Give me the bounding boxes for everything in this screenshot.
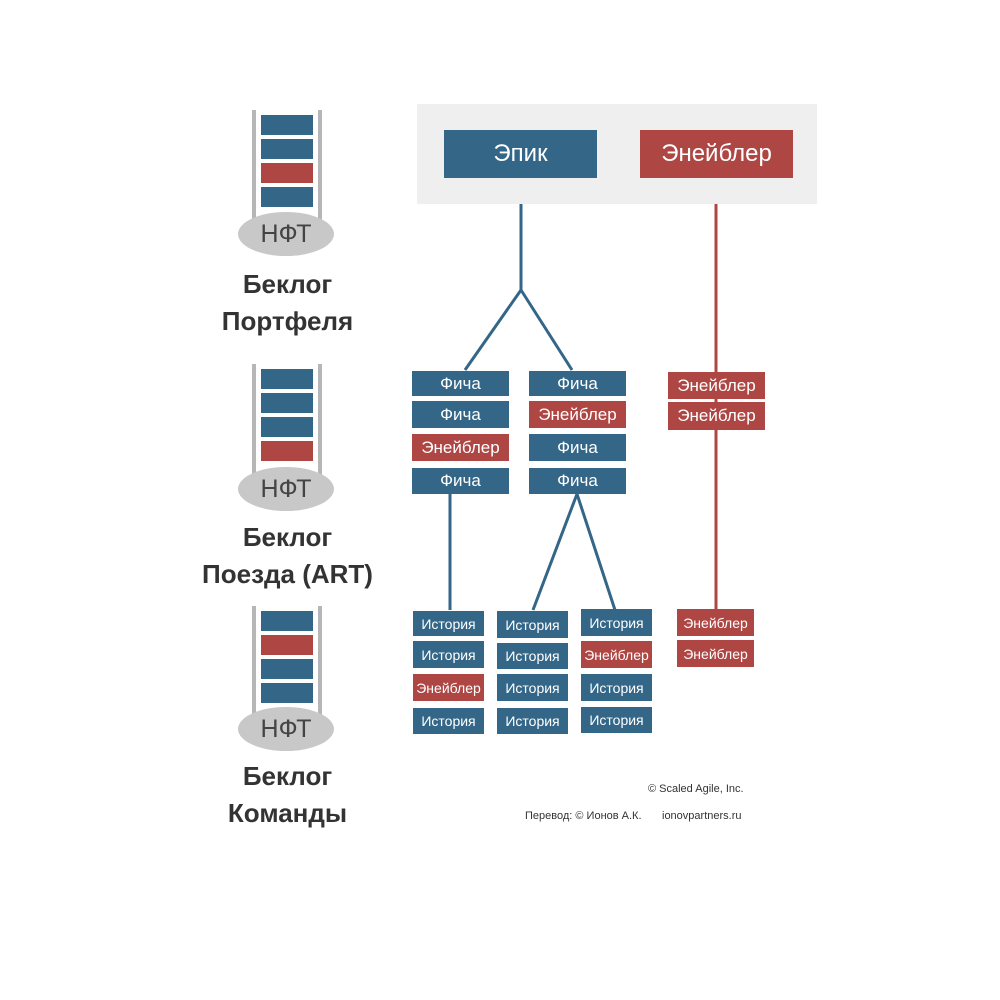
nft-oval: НФТ: [238, 707, 334, 751]
nft-oval: НФТ: [238, 212, 334, 256]
story-box: История: [413, 641, 484, 668]
backlog-item: [261, 115, 313, 135]
story-box: История: [581, 674, 652, 701]
story-enabler-box: Энейблер: [581, 641, 652, 668]
backlog-item: [261, 683, 313, 703]
backlog-item-enabler: [261, 441, 313, 461]
story-enabler-box: Энейблер: [413, 674, 484, 701]
backlog-item: [261, 417, 313, 437]
feature2-left-branch: [531, 493, 579, 611]
feature-enabler-box: Энейблер: [412, 434, 509, 461]
feature-box: Фича: [529, 468, 626, 494]
backlog-item-enabler: [261, 163, 313, 183]
story-box: История: [497, 674, 568, 701]
stack-post-left: [252, 364, 256, 476]
translation-credit: Перевод: © Ионов А.К.: [525, 810, 642, 822]
story-box: История: [581, 707, 652, 733]
backlog-item: [261, 393, 313, 413]
feature-enabler-box: Энейблер: [668, 372, 765, 399]
story-box: История: [581, 609, 652, 636]
story-enabler-box: Энейблер: [677, 609, 754, 636]
feature-box: Фича: [529, 371, 626, 396]
stack-post-right: [318, 606, 322, 718]
level-label-team: Беклог Команды: [227, 761, 348, 828]
feature-box: Фича: [412, 371, 509, 396]
epic-left-branch: [463, 289, 523, 371]
stack-post-right: [318, 364, 322, 476]
copyright-text: © Scaled Agile, Inc.: [648, 783, 744, 795]
feature-enabler-box: Энейблер: [529, 401, 626, 428]
backlog-item: [261, 187, 313, 207]
story-box: История: [497, 643, 568, 669]
feature2-right-branch: [575, 493, 617, 611]
level-label-portfolio: Беклог Портфеля: [221, 269, 354, 336]
backlog-item: [261, 659, 313, 679]
backlog-item-enabler: [261, 635, 313, 655]
site-credit: ionovpartners.ru: [662, 810, 742, 822]
portfolio-enabler-box: Энейблер: [640, 130, 793, 178]
feature-enabler-box: Энейблер: [668, 402, 765, 430]
level-label-train: Беклог Поезда (ART): [202, 522, 373, 589]
feature-box: Фича: [412, 401, 509, 428]
story-box: История: [413, 611, 484, 636]
epic-right-branch: [519, 289, 574, 371]
backlog-item: [261, 611, 313, 631]
story-box: История: [497, 708, 568, 734]
stack-post-left: [252, 606, 256, 718]
story-box: История: [497, 611, 568, 638]
backlog-item: [261, 369, 313, 389]
story-box: История: [413, 708, 484, 734]
feature-box: Фича: [412, 468, 509, 494]
story-enabler-box: Энейблер: [677, 640, 754, 667]
stack-post-right: [318, 110, 322, 222]
feature-box: Фича: [529, 434, 626, 461]
backlog-item: [261, 139, 313, 159]
nft-oval: НФТ: [238, 467, 334, 511]
stack-post-left: [252, 110, 256, 222]
epic-box: Эпик: [444, 130, 597, 178]
